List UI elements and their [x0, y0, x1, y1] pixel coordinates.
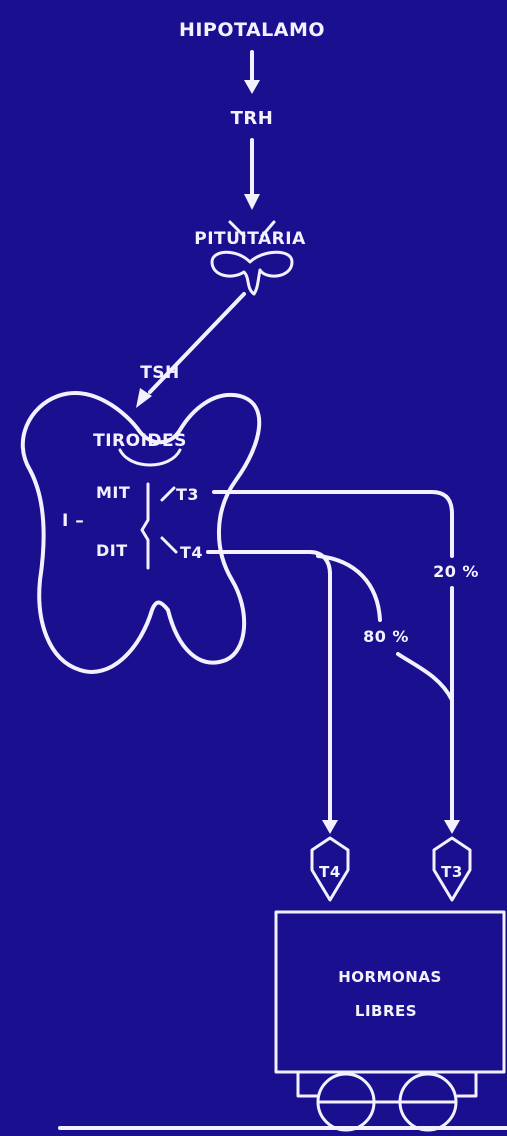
libres-line2: LIBRES [355, 1002, 417, 1020]
t4-path [208, 552, 330, 822]
t4-gland-label: T4 [180, 543, 203, 562]
libres-line1: HORMONAS [338, 968, 442, 986]
arrow-head-t4-tag [322, 820, 338, 834]
t4-tag-label: T4 [319, 863, 341, 881]
dit-label: DIT [96, 541, 128, 560]
tiroides-label: TIROIDES [93, 431, 187, 451]
hormonas-libres-box [276, 912, 504, 1072]
wagon-left-leg [298, 1074, 318, 1096]
t3-path-upper [214, 492, 452, 556]
brace [142, 484, 148, 568]
t3-tag-label: T3 [441, 863, 463, 881]
wagon-right-leg [458, 1074, 476, 1096]
mit-label: MIT [96, 483, 130, 502]
iodine-label: I – [62, 511, 84, 531]
conversion-path-lower [398, 654, 452, 700]
arrow-head-pituitaria [244, 194, 260, 210]
trh-label: TRH [231, 108, 274, 129]
tsh-label: TSH [140, 363, 180, 383]
pct-20-label: 20 % [433, 562, 479, 581]
pituitaria-label: PITUITARIA [194, 229, 306, 249]
arrow-to-t4-gland [162, 538, 176, 552]
arrow-head-t3-tag [444, 820, 460, 834]
tiroides-isthmus [120, 450, 180, 465]
pct-80-label: 80 % [363, 627, 409, 646]
hipotalamo-label: HIPOTALAMO [179, 19, 325, 41]
arrow-to-t3-gland [162, 488, 174, 500]
t3-gland-label: T3 [176, 485, 199, 504]
arrow-head-trh [244, 80, 260, 94]
